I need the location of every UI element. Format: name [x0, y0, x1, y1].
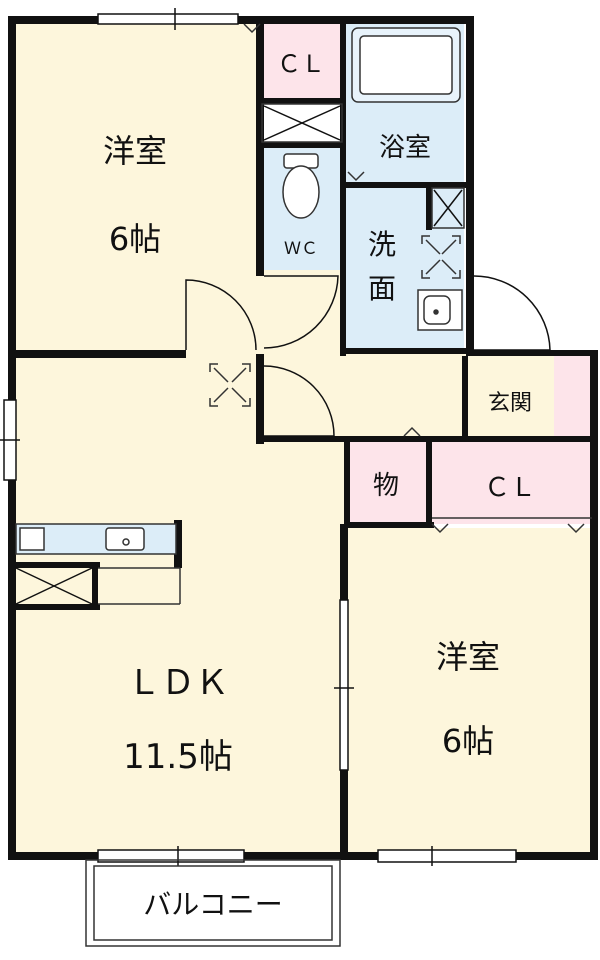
bathroom-label: 浴室 — [379, 133, 431, 163]
toilet-label: ＷＣ — [284, 239, 318, 259]
western-room-top-label: 洋室 — [103, 132, 167, 170]
hallway-floor-2 — [344, 354, 468, 438]
storage-shelf-icon — [15, 567, 93, 605]
ldk-label: ＬＤＫ — [127, 663, 229, 703]
closet-right-floor — [432, 442, 592, 524]
storage-floor — [348, 442, 428, 524]
thin-lines — [98, 103, 592, 605]
western-room-top-floor — [12, 20, 258, 354]
storage-shelf-icon — [263, 105, 341, 141]
storage-shelf-icon — [433, 189, 463, 227]
doors — [185, 275, 551, 437]
entrance-label: 玄関 — [488, 391, 532, 416]
storage-label: 物 — [373, 471, 399, 501]
closet-door-marks — [243, 23, 585, 534]
western-room-bottom-floor — [346, 528, 592, 856]
balcony-label: バルコニー — [143, 888, 282, 921]
closet-top-floor — [262, 22, 342, 100]
washroom-label-bottom: 面 — [368, 272, 396, 305]
washroom-label-top: 洗 — [368, 228, 396, 261]
closet-top-label: ＣＬ — [277, 50, 325, 78]
balcony — [85, 859, 341, 947]
washer-pan-icon — [421, 235, 461, 279]
windows — [0, 8, 517, 866]
closet-right-label: ＣＬ — [484, 473, 536, 503]
kitchen-counter-icon — [15, 523, 177, 555]
toilet-icon — [282, 153, 320, 219]
entrance-floor — [468, 354, 554, 438]
bathtub-icon — [351, 27, 461, 103]
western-room-top-size: 6帖 — [109, 220, 161, 258]
western-room-bottom-label: 洋室 — [436, 638, 500, 676]
western-room-bottom-size: 6帖 — [442, 722, 494, 760]
refrigerator-space-icon — [209, 363, 251, 407]
sink-icon — [417, 289, 463, 331]
ldk-size: 11.5帖 — [123, 737, 233, 777]
entrance-step-floor — [554, 356, 590, 436]
